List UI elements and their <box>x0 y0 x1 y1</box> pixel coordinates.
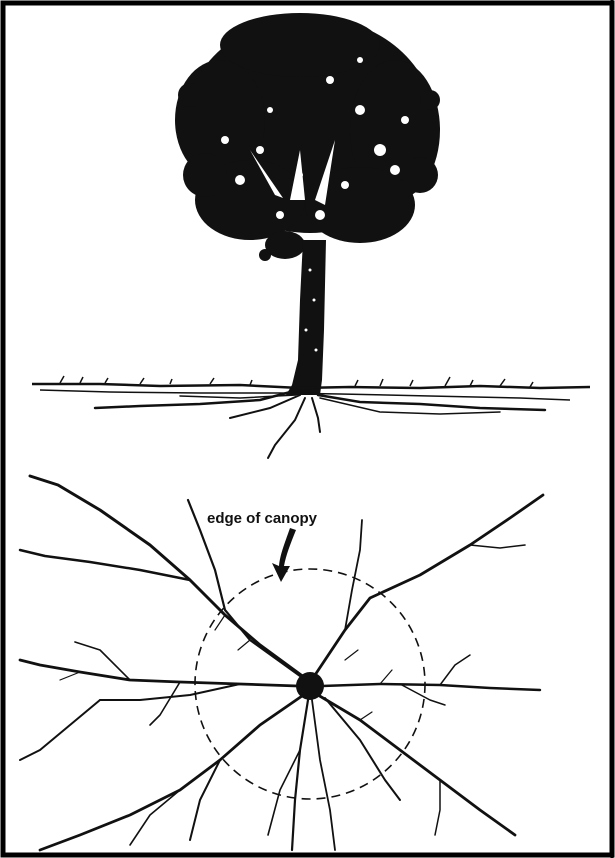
tree-canopy <box>175 13 440 261</box>
surface-roots <box>95 390 545 458</box>
tree-trunk <box>286 240 326 395</box>
canopy-arrow-icon <box>272 528 296 582</box>
tree-illustration <box>175 13 440 395</box>
canopy-label: edge of canopy <box>207 510 317 527</box>
lateral-roots <box>20 476 543 850</box>
root-spread-illustration <box>20 476 543 850</box>
